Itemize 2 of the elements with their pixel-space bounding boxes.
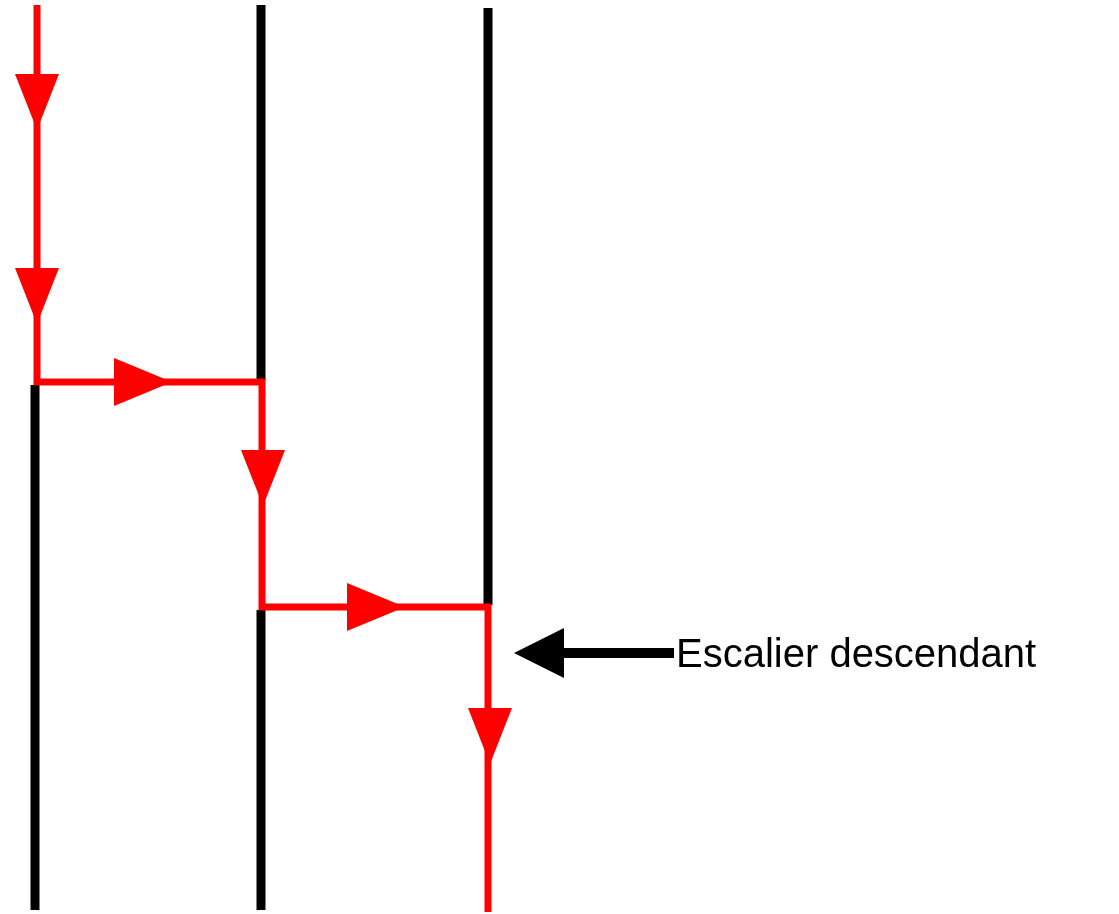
arrow	[514, 628, 674, 678]
callout-text: Escalier descendant	[676, 630, 1037, 676]
